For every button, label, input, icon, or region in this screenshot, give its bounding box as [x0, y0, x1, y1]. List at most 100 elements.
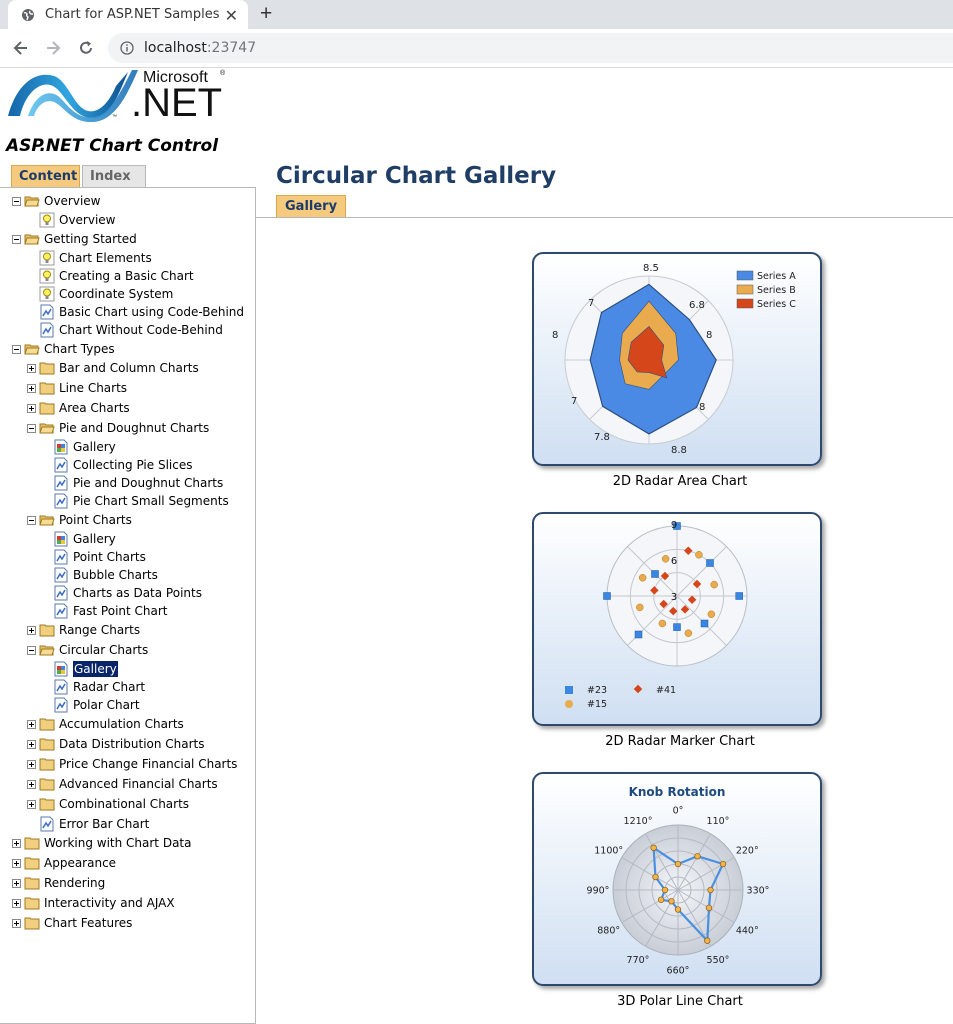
tree-item-polar-chart[interactable]: Polar Chart [53, 696, 140, 714]
tree-item-point-charts-page[interactable]: Point Charts [53, 548, 146, 566]
tree-item-data-distribution-charts[interactable]: Data Distribution Charts [27, 735, 205, 753]
expand-icon[interactable] [27, 759, 36, 769]
tree-item-radar-chart[interactable]: Radar Chart [53, 678, 145, 696]
collapse-icon[interactable] [27, 515, 36, 525]
polar-data-point [668, 898, 675, 905]
marker-point-15 [638, 573, 647, 582]
expand-icon[interactable] [12, 898, 21, 908]
browser-tab[interactable]: Chart for ASP.NET Samples ✕ [8, 0, 248, 29]
tree-item-line-charts[interactable]: Line Charts [27, 379, 127, 397]
expand-icon[interactable] [27, 739, 36, 749]
tree-item-bubble-charts[interactable]: Bubble Charts [53, 566, 158, 584]
tree-item-creating-basic-chart[interactable]: Creating a Basic Chart [39, 267, 194, 285]
tree-item-circular-charts[interactable]: Circular Charts [27, 641, 148, 659]
tree-item-chart-without-code-behind[interactable]: Chart Without Code-Behind [39, 321, 223, 339]
tree-item-interactivity-ajax[interactable]: Interactivity and AJAX [12, 894, 175, 912]
radar-marker-caption[interactable]: 2D Radar Marker Chart [605, 734, 755, 749]
tree-item-working-with-chart-data[interactable]: Working with Chart Data [12, 834, 191, 852]
tab-gallery[interactable]: Gallery [276, 195, 347, 218]
tab-index[interactable]: Index [82, 165, 146, 187]
tree-item-advanced-financial-charts[interactable]: Advanced Financial Charts [27, 775, 218, 793]
tab-content[interactable]: Content [11, 165, 80, 187]
tree-item-chart-elements[interactable]: Chart Elements [39, 249, 152, 267]
tree-item-coordinate-system[interactable]: Coordinate System [39, 285, 173, 303]
polar-line-chart-thumbnail[interactable]: Knob Rotation 0°110°220°330°440°550°660°… [532, 772, 822, 986]
close-tab-icon[interactable]: ✕ [224, 8, 238, 25]
tree-item-pie-gallery[interactable]: Gallery [53, 438, 116, 456]
expand-icon[interactable] [27, 719, 36, 729]
radar-series-3 [627, 325, 668, 379]
reload-icon[interactable] [75, 37, 97, 59]
tree-item-pie-doughnut-charts[interactable]: Pie and Doughnut Charts [27, 419, 209, 437]
tree-item-charts-as-data-points[interactable]: Charts as Data Points [53, 584, 202, 602]
tree-item-appearance[interactable]: Appearance [12, 854, 116, 872]
expand-icon[interactable] [27, 779, 36, 789]
tree-item-area-charts[interactable]: Area Charts [27, 399, 130, 417]
expand-icon[interactable] [27, 625, 36, 635]
folder-icon [39, 738, 55, 751]
tree-item-point-charts[interactable]: Point Charts [27, 511, 132, 529]
collapse-icon[interactable] [12, 234, 21, 244]
polar-data-point [707, 886, 714, 894]
tree-item-chart-features[interactable]: Chart Features [12, 914, 132, 932]
polar-data-point [674, 906, 682, 913]
radar-axis-label: 8 [706, 330, 712, 341]
new-tab-icon[interactable]: + [260, 2, 273, 25]
collapse-icon[interactable] [12, 196, 21, 206]
tree-item-price-change-financial-charts[interactable]: Price Change Financial Charts [27, 755, 237, 773]
expand-icon[interactable] [27, 403, 36, 413]
expand-icon[interactable] [27, 799, 36, 809]
expand-icon[interactable] [12, 878, 21, 888]
expand-icon[interactable] [12, 858, 21, 868]
back-icon[interactable] [10, 37, 32, 59]
polar-data-point [652, 873, 659, 881]
radar-axis-label: 8 [552, 330, 558, 341]
tree-item-pie-doughnut-page[interactable]: Pie and Doughnut Charts [53, 474, 223, 492]
tree-item-basic-chart-code-behind[interactable]: Basic Chart using Code-Behind [39, 303, 244, 321]
tree-item-combinational-charts[interactable]: Combinational Charts [27, 795, 189, 813]
tree-item-range-charts[interactable]: Range Charts [27, 621, 140, 639]
tree-item-pie-small-segments[interactable]: Pie Chart Small Segments [53, 492, 229, 510]
collapse-icon[interactable] [27, 423, 36, 433]
tree-item-error-bar-chart[interactable]: Error Bar Chart [39, 815, 149, 833]
forward-icon[interactable] [42, 37, 64, 59]
polar-axis-label: 550° [707, 955, 730, 966]
tree-item-rendering[interactable]: Rendering [12, 874, 105, 892]
polar-data-point [694, 853, 701, 860]
document-icon [54, 585, 68, 601]
polar-spoke [677, 833, 711, 891]
marker-point-15 [684, 629, 693, 637]
page-title: Circular Chart Gallery [276, 163, 557, 189]
document-icon [40, 816, 54, 832]
polar-data-point [719, 860, 727, 868]
polar-line-caption[interactable]: 3D Polar Line Chart [617, 994, 743, 1009]
tree-item-collecting-pie-slices[interactable]: Collecting Pie Slices [53, 456, 192, 474]
polar-spoke [621, 857, 679, 891]
tree-item-getting-started[interactable]: Getting Started [12, 230, 137, 248]
collapse-icon[interactable] [12, 344, 21, 354]
tree-item-fast-point-chart[interactable]: Fast Point Chart [53, 602, 168, 620]
tree-item-overview-page[interactable]: Overview [39, 211, 116, 229]
tree-item-circular-gallery[interactable]: Gallery [53, 660, 118, 678]
address-bar[interactable]: localhost:23747 [108, 33, 953, 63]
marker-point-41 [687, 595, 697, 605]
expand-icon[interactable] [12, 838, 21, 848]
tree-item-overview[interactable]: Overview [12, 192, 101, 210]
collapse-icon[interactable] [27, 645, 36, 655]
expand-icon[interactable] [27, 363, 36, 373]
expand-icon[interactable] [12, 918, 21, 928]
polar-spoke [621, 889, 679, 923]
folder-open-icon [39, 645, 55, 656]
folder-icon [39, 362, 55, 375]
expand-icon[interactable] [27, 383, 36, 393]
gallery-icon [54, 531, 68, 547]
tree-item-point-gallery[interactable]: Gallery [53, 530, 116, 548]
tree-item-accumulation-charts[interactable]: Accumulation Charts [27, 715, 184, 733]
tree-item-bar-column-charts[interactable]: Bar and Column Charts [27, 359, 199, 377]
info-icon[interactable] [120, 41, 134, 55]
tree-item-chart-types[interactable]: Chart Types [12, 340, 115, 358]
radar-area-caption[interactable]: 2D Radar Area Chart [612, 474, 748, 489]
